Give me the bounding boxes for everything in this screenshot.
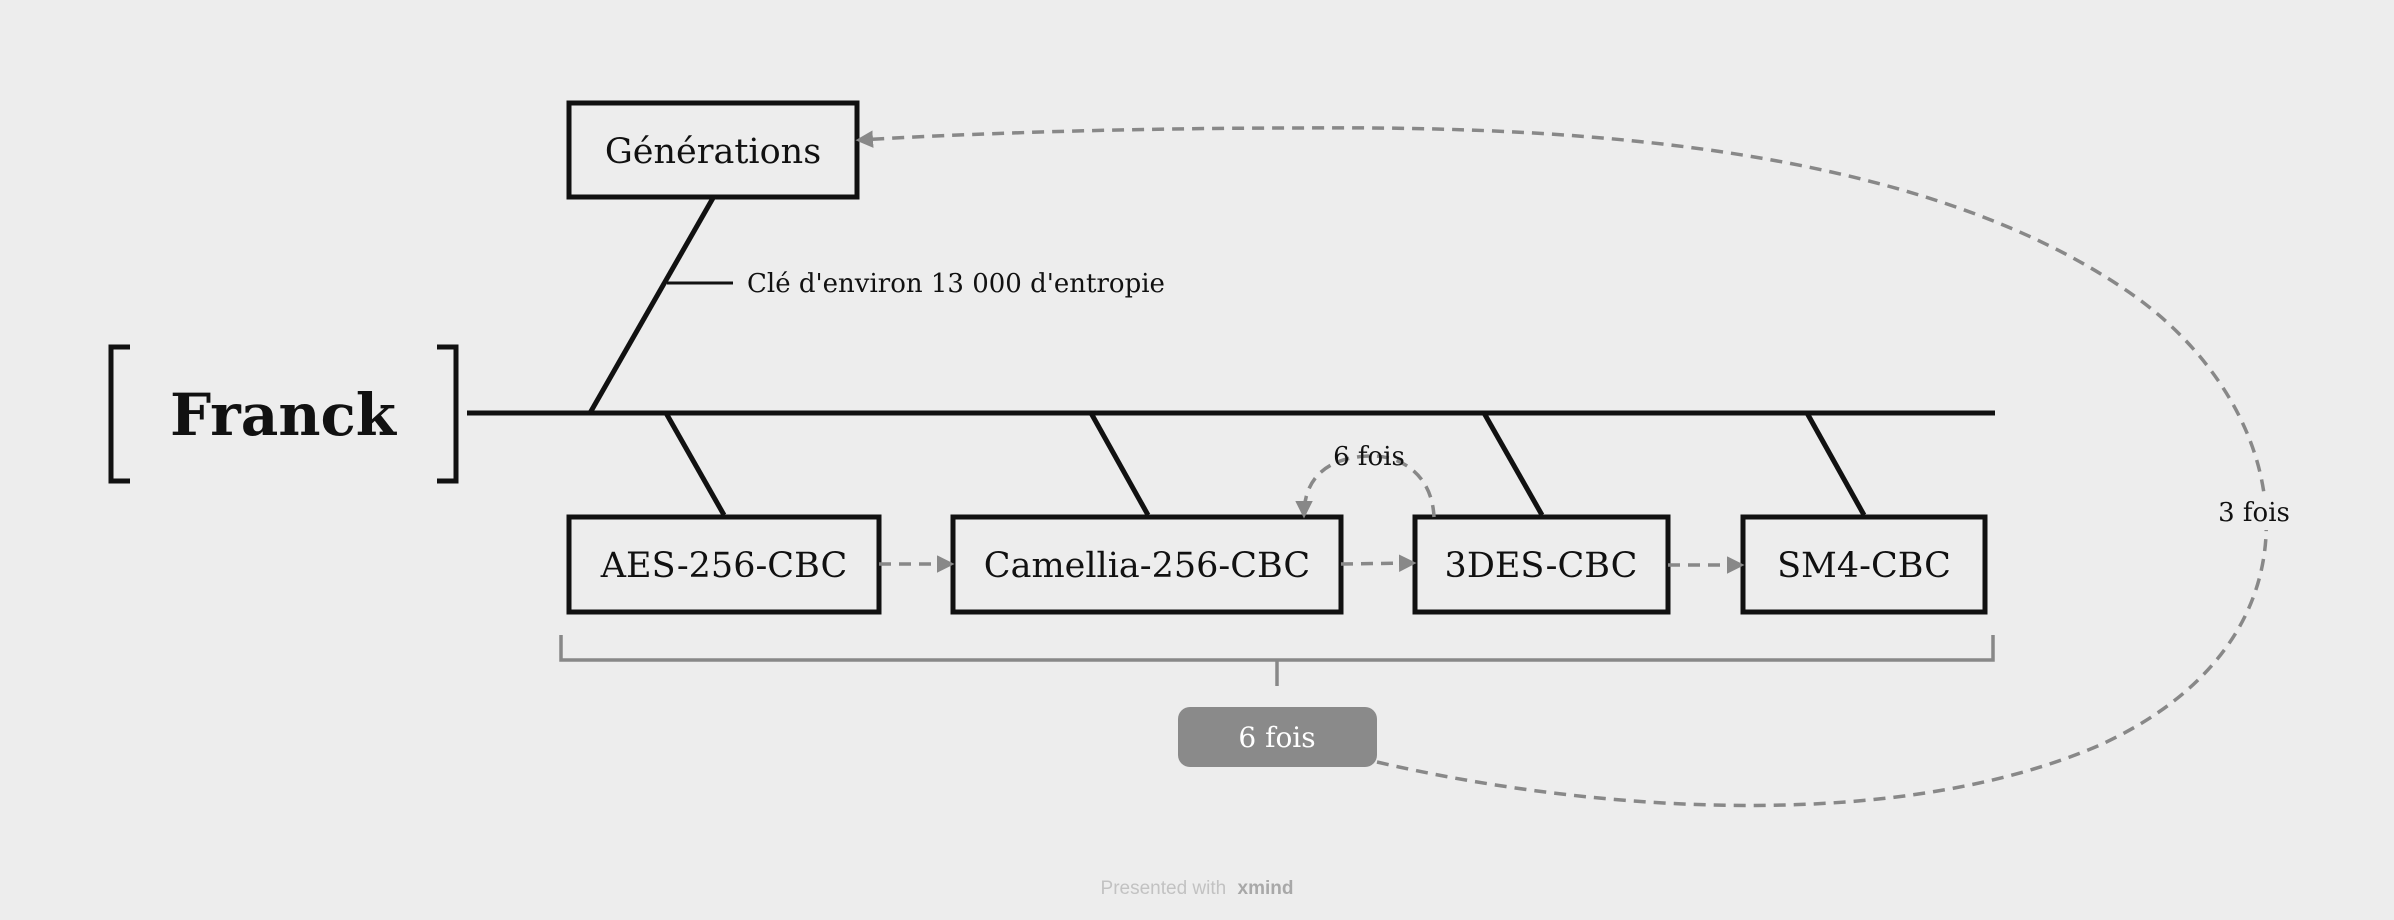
right-bracket bbox=[437, 344, 459, 484]
topic-3des-label: 3DES-CBC bbox=[1445, 546, 1638, 586]
left-bracket bbox=[108, 344, 130, 484]
topic-aes-label: AES-256-CBC bbox=[600, 546, 847, 586]
footer-prefix: Presented with bbox=[1101, 878, 1227, 899]
footer-credit: Presented with xmind bbox=[1101, 878, 1294, 899]
topic-aes-256-cbc[interactable]: AES-256-CBC bbox=[566, 514, 882, 615]
summary-badge[interactable]: 6 fois bbox=[1178, 707, 1377, 767]
loop-inner-label[interactable]: 6 fois bbox=[1333, 442, 1405, 472]
bone-3des bbox=[1481, 411, 1545, 517]
bone-aes bbox=[663, 411, 727, 517]
relationship-loop-3des-to-camellia[interactable] bbox=[1295, 454, 1436, 519]
top-branch-bone bbox=[587, 196, 716, 415]
topic-sm4-cbc[interactable]: SM4-CBC bbox=[1740, 514, 1988, 615]
relationship-camellia-to-3des[interactable] bbox=[1340, 554, 1417, 572]
loop-outer-label-bg bbox=[2212, 494, 2296, 530]
topic-3des-cbc[interactable]: 3DES-CBC bbox=[1412, 514, 1671, 615]
central-topic[interactable]: Franck bbox=[108, 344, 459, 484]
loop-outer-label[interactable]: 3 fois bbox=[2218, 498, 2290, 528]
summary-bracket bbox=[559, 635, 1995, 662]
topic-generations[interactable]: Générations bbox=[566, 100, 860, 200]
summary-badge-label: 6 fois bbox=[1238, 721, 1315, 754]
topic-generations-label: Générations bbox=[605, 132, 821, 172]
topic-camellia-label: Camellia-256-CBC bbox=[984, 546, 1310, 586]
entropy-detail-label[interactable]: Clé d'environ 13 000 d'entropie bbox=[747, 269, 1165, 299]
relationship-loop-summary-to-generations[interactable] bbox=[855, 126, 2268, 808]
topic-sm4-label: SM4-CBC bbox=[1777, 546, 1951, 586]
xmind-logo: xmind bbox=[1238, 878, 1294, 899]
central-topic-label: Franck bbox=[170, 381, 398, 449]
topic-camellia-256-cbc[interactable]: Camellia-256-CBC bbox=[950, 514, 1344, 615]
bone-sm4 bbox=[1804, 411, 1867, 517]
bone-camellia bbox=[1088, 411, 1151, 517]
